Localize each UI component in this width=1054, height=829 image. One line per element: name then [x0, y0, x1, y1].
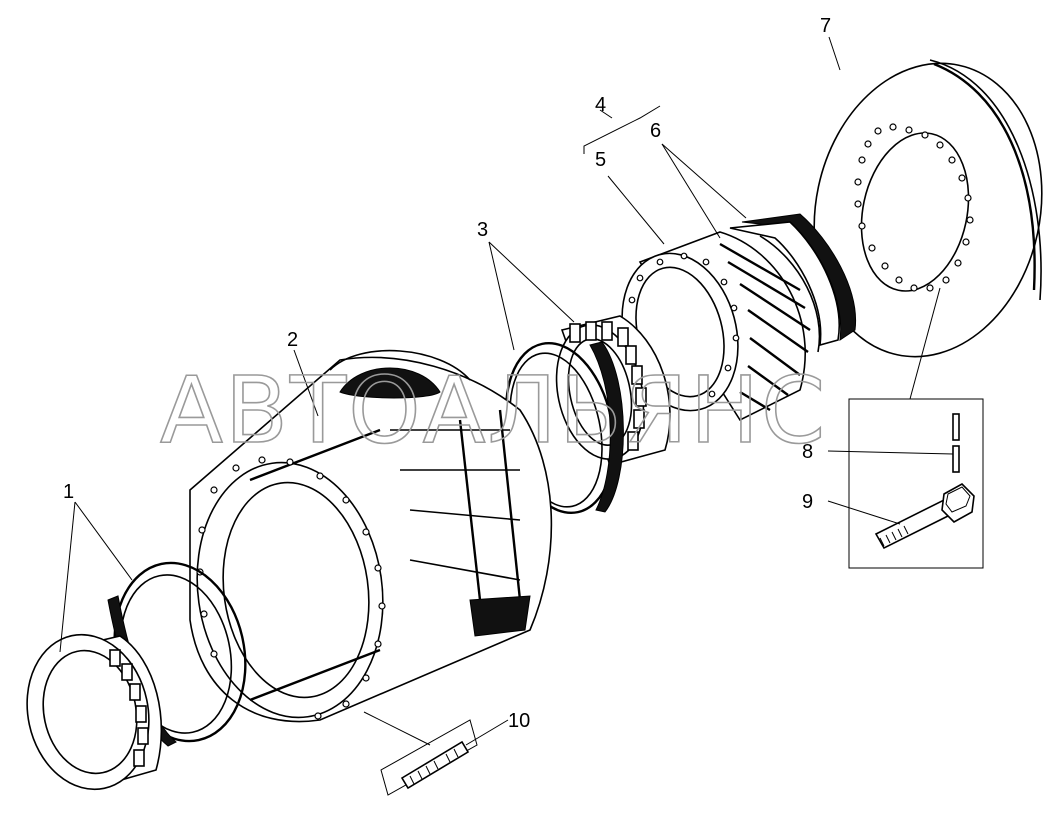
detail-box-10 — [380, 719, 478, 796]
detail-box-8-9 — [848, 398, 984, 569]
callout-4: 4 — [595, 94, 606, 116]
callout-2: 2 — [287, 329, 298, 351]
callout-9: 9 — [802, 491, 813, 513]
part-8-pin — [952, 413, 960, 473]
callout-3: 3 — [477, 219, 488, 241]
part-2-flange-holes — [196, 456, 386, 720]
part-9-bolt — [874, 483, 975, 550]
part-6-seal-rings — [729, 213, 857, 353]
callout-8: 8 — [802, 441, 813, 463]
leader-lines — [59, 36, 954, 746]
callout-5: 5 — [595, 149, 606, 171]
part-5-ribs — [719, 242, 811, 412]
part-3-rollers — [569, 321, 647, 451]
callout-6: 6 — [650, 120, 661, 142]
callout-10: 10 — [508, 710, 530, 732]
part-7-disc — [813, 59, 1043, 358]
part-1-bearing-cone — [26, 633, 163, 791]
watermark: АВТОАЛЬЯНС — [160, 357, 827, 464]
part-2-hub-housing — [189, 349, 553, 723]
callout-labels: 1 2 3 4 5 6 7 8 9 10 — [63, 15, 831, 732]
part-10-stud — [400, 740, 470, 790]
callout-7: 7 — [820, 15, 831, 37]
callout-1: 1 — [63, 481, 74, 503]
part-1-rollers — [109, 649, 149, 767]
part-7-bolt-holes — [854, 123, 974, 292]
